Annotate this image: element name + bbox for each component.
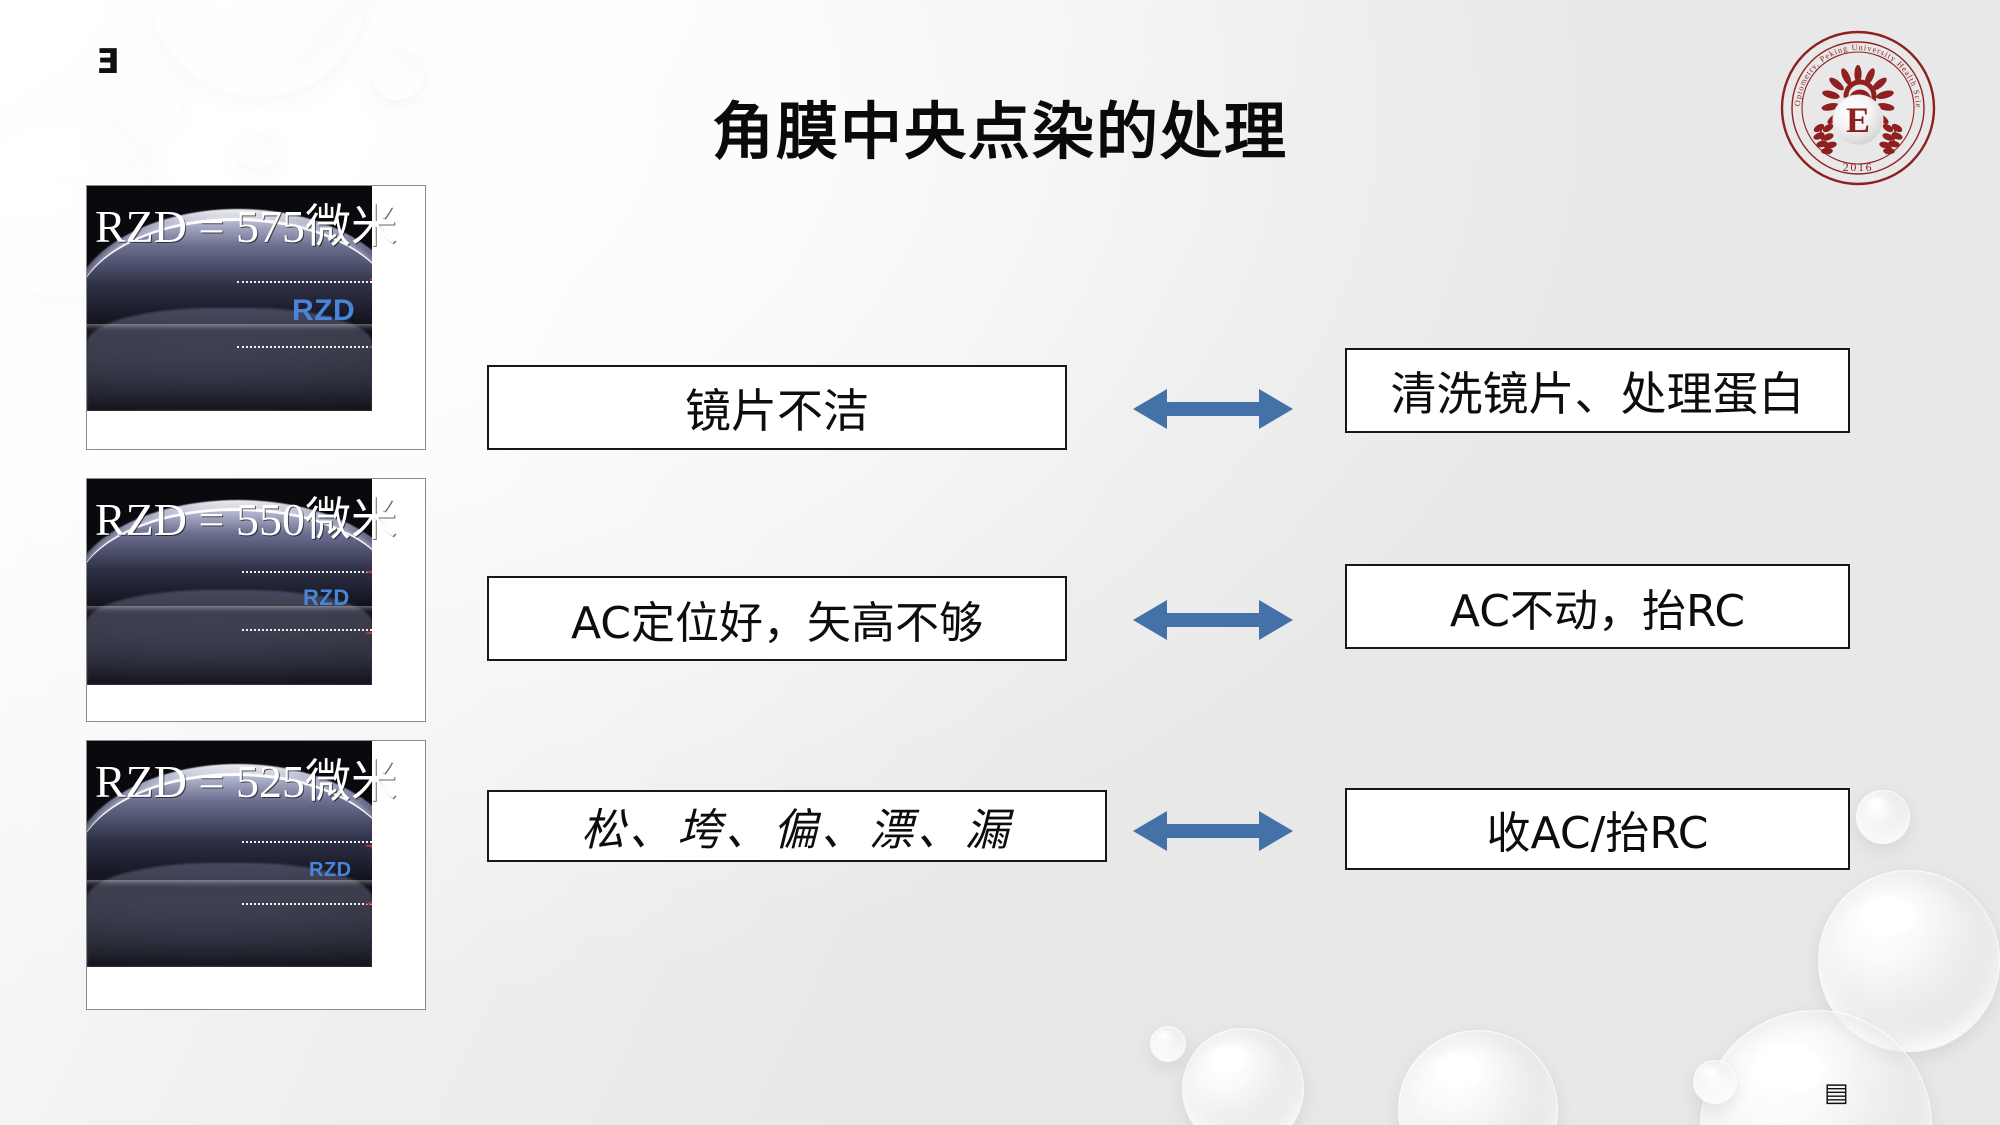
bottom-right-corner-mark: ▤ <box>1824 1078 1849 1108</box>
oct-label-1: RZD = 575微米 <box>95 201 397 252</box>
flow-arrow-2 <box>1133 596 1293 644</box>
college-seal-logo: College of Optometry, Peking University … <box>1778 28 1938 188</box>
oct-card-3: RZD } RZD = 525微米 <box>86 740 426 1010</box>
oct-image-2: RZD } <box>87 479 372 685</box>
rzd-tag-1: RZD <box>292 294 356 327</box>
oct-label-3: RZD = 525微米 <box>95 756 397 807</box>
flow-arrow-3 <box>1133 807 1293 855</box>
rzd-brace-1: } <box>362 268 372 352</box>
oct-image-1: RZD } <box>87 186 372 411</box>
flow-action-box-1[interactable]: 清洗镜片、处理蛋白 <box>1345 348 1850 433</box>
page-title: 角膜中央点染的处理 <box>711 95 1288 168</box>
oct-anterior-surface-line <box>87 772 372 880</box>
rzd-tag-3: RZD <box>309 859 352 881</box>
svg-text:E: E <box>1846 100 1870 140</box>
oct-dotted-line-lower <box>242 629 372 631</box>
flow-cause-box-3[interactable]: 松、垮、偏、漂、漏 <box>487 790 1107 862</box>
oct-dotted-line-upper <box>242 841 372 843</box>
flow-cause-box-1[interactable]: 镜片不洁 <box>487 365 1067 450</box>
rzd-brace-3: } <box>359 835 372 907</box>
oct-dotted-line-upper <box>237 281 372 283</box>
oct-anterior-surface-line <box>87 217 372 325</box>
top-left-corner-mark: Ǝ <box>96 42 120 82</box>
oct-dotted-line-lower <box>242 903 372 905</box>
flow-action-box-2[interactable]: AC不动，抬RC <box>1345 564 1850 649</box>
oct-label-2: RZD = 550微米 <box>95 494 397 545</box>
rzd-brace-2: } <box>359 561 372 637</box>
flow-cause-box-2[interactable]: AC定位好，矢高不够 <box>487 576 1067 661</box>
oct-dotted-line-upper <box>242 571 372 573</box>
oct-card-1: RZD } RZD = 575微米 <box>86 185 426 450</box>
oct-card-2: RZD } RZD = 550微米 <box>86 478 426 722</box>
flow-action-box-3[interactable]: 收AC/抬RC <box>1345 788 1850 870</box>
oct-dotted-line-lower <box>237 346 372 348</box>
oct-image-3: RZD } <box>87 741 372 967</box>
svg-text:2016: 2016 <box>1843 160 1873 174</box>
flow-arrow-1 <box>1133 385 1293 433</box>
rzd-tag-2: RZD <box>303 585 350 610</box>
oct-anterior-surface-line <box>87 507 372 606</box>
